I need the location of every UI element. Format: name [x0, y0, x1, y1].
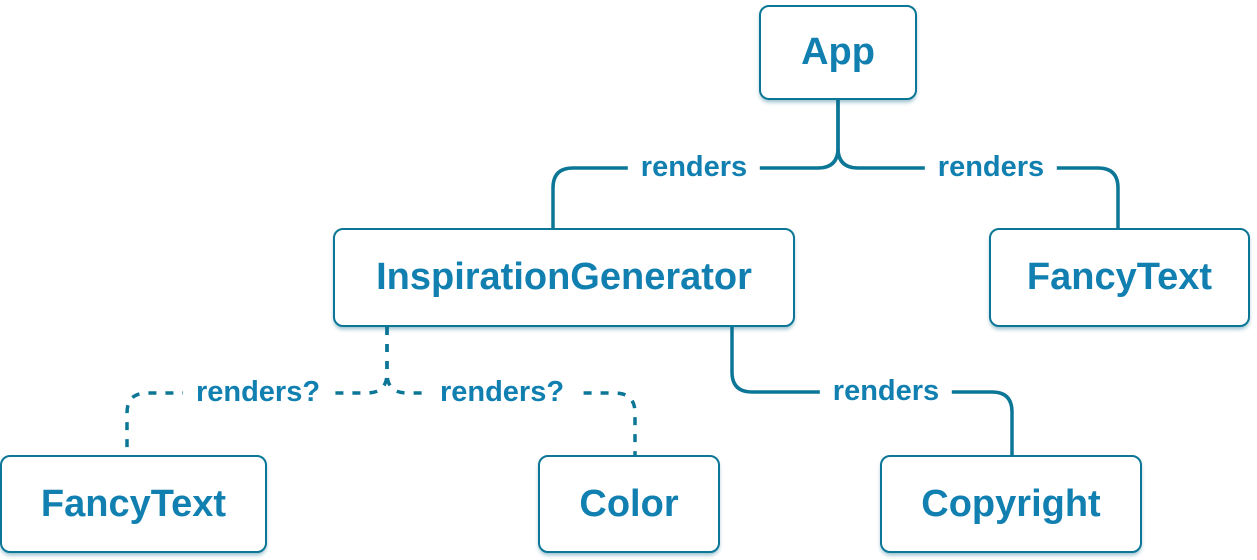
node-app: App [759, 5, 917, 100]
node-fancy-text-bottom-label: FancyText [40, 482, 227, 525]
node-fancy-text-top: FancyText [989, 228, 1250, 327]
edge-inspirationgenerator-color [385, 327, 637, 455]
node-color-label: Color [579, 482, 679, 525]
edge-label-renders-inspirationgenerator-color: renders? [426, 375, 578, 411]
node-inspiration-generator: InspirationGenerator [333, 228, 795, 327]
node-fancy-text-bottom: FancyText [0, 455, 267, 553]
node-inspiration-generator-label: InspirationGenerator [376, 256, 752, 298]
edge-label-renders-app-inspirationgenerator: renders [627, 150, 761, 186]
node-color: Color [538, 455, 720, 553]
node-fancy-text-top-label: FancyText [1026, 256, 1213, 298]
edge-label-renders-app-fancytext: renders [924, 150, 1058, 186]
node-copyright-label: Copyright [921, 482, 1101, 525]
edge-label-renders-inspirationgenerator-copyright: renders [819, 374, 953, 410]
edge-label-renders-inspirationgenerator-fancytext: renders? [182, 375, 334, 411]
node-copyright: Copyright [880, 455, 1142, 553]
node-app-label: App [801, 31, 875, 73]
